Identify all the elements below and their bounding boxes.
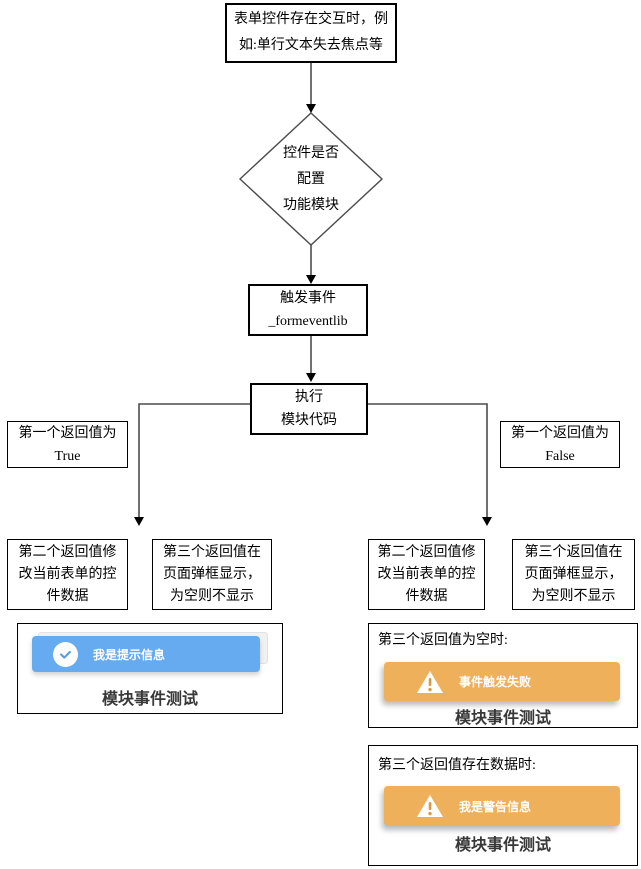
- node-left-second-return: 第二个返回值修 改当前表单的控 件数据: [7, 539, 128, 610]
- toast-success: 我是提示信息: [32, 636, 260, 672]
- node-branch-true: 第一个返回值为 True: [7, 421, 128, 468]
- warning-triangle-icon: [416, 794, 444, 818]
- check-circle-icon: [53, 641, 78, 667]
- connector-execute-right-branch: [368, 403, 488, 518]
- decision-diamond-shape: [238, 112, 384, 246]
- toast-warning: 我是警告信息: [384, 786, 620, 826]
- module-test-title: 模块事件测试: [454, 710, 551, 727]
- panel-success-example: 我是提示信息 模块事件测试: [17, 623, 283, 714]
- toast-message: 我是警告信息: [459, 799, 532, 814]
- node-right-third-return: 第三个返回值在 页面弹框显示， 为空则不显示: [512, 539, 635, 610]
- panel-label: 第三个返回值为空时:: [378, 633, 508, 648]
- panel-data-return-example: 第三个返回值存在数据时: 我是警告信息 模块事件测试: [368, 745, 638, 866]
- panel-empty-return-example: 第三个返回值为空时: 事件触发失败 模块事件测试: [368, 623, 638, 728]
- arrowhead-icon: [306, 373, 316, 382]
- connector-execute-left-branch: [138, 403, 250, 518]
- arrowhead-icon: [134, 517, 144, 526]
- toast-message: 我是提示信息: [93, 647, 166, 662]
- node-branch-false: 第一个返回值为 False: [500, 421, 620, 468]
- toast-message: 事件触发失败: [459, 675, 532, 689]
- arrowhead-icon: [306, 104, 316, 113]
- node-left-third-return: 第三个返回值在 页面弹框显示， 为空则不显示: [152, 539, 272, 610]
- module-test-title: 模块事件测试: [454, 837, 551, 854]
- arrowhead-icon: [482, 517, 492, 526]
- arrowhead-icon: [306, 275, 316, 284]
- warning-triangle-icon: [416, 670, 444, 694]
- node-decision-label: 控件是否 配置 功能模块: [283, 146, 339, 213]
- toast-warning: 事件触发失败: [384, 662, 620, 701]
- panel-label: 第三个返回值存在数据时:: [378, 758, 536, 773]
- node-execute-module: 执行 模块代码: [250, 383, 368, 435]
- node-right-second-return: 第二个返回值修 改当前表单的控 件数据: [368, 539, 485, 610]
- node-trigger-event: 触发事件 _formeventlib: [248, 284, 368, 336]
- node-start: 表单控件存在交互时，例 如:单行文本失去焦点等: [225, 3, 397, 63]
- module-test-title: 模块事件测试: [101, 691, 198, 708]
